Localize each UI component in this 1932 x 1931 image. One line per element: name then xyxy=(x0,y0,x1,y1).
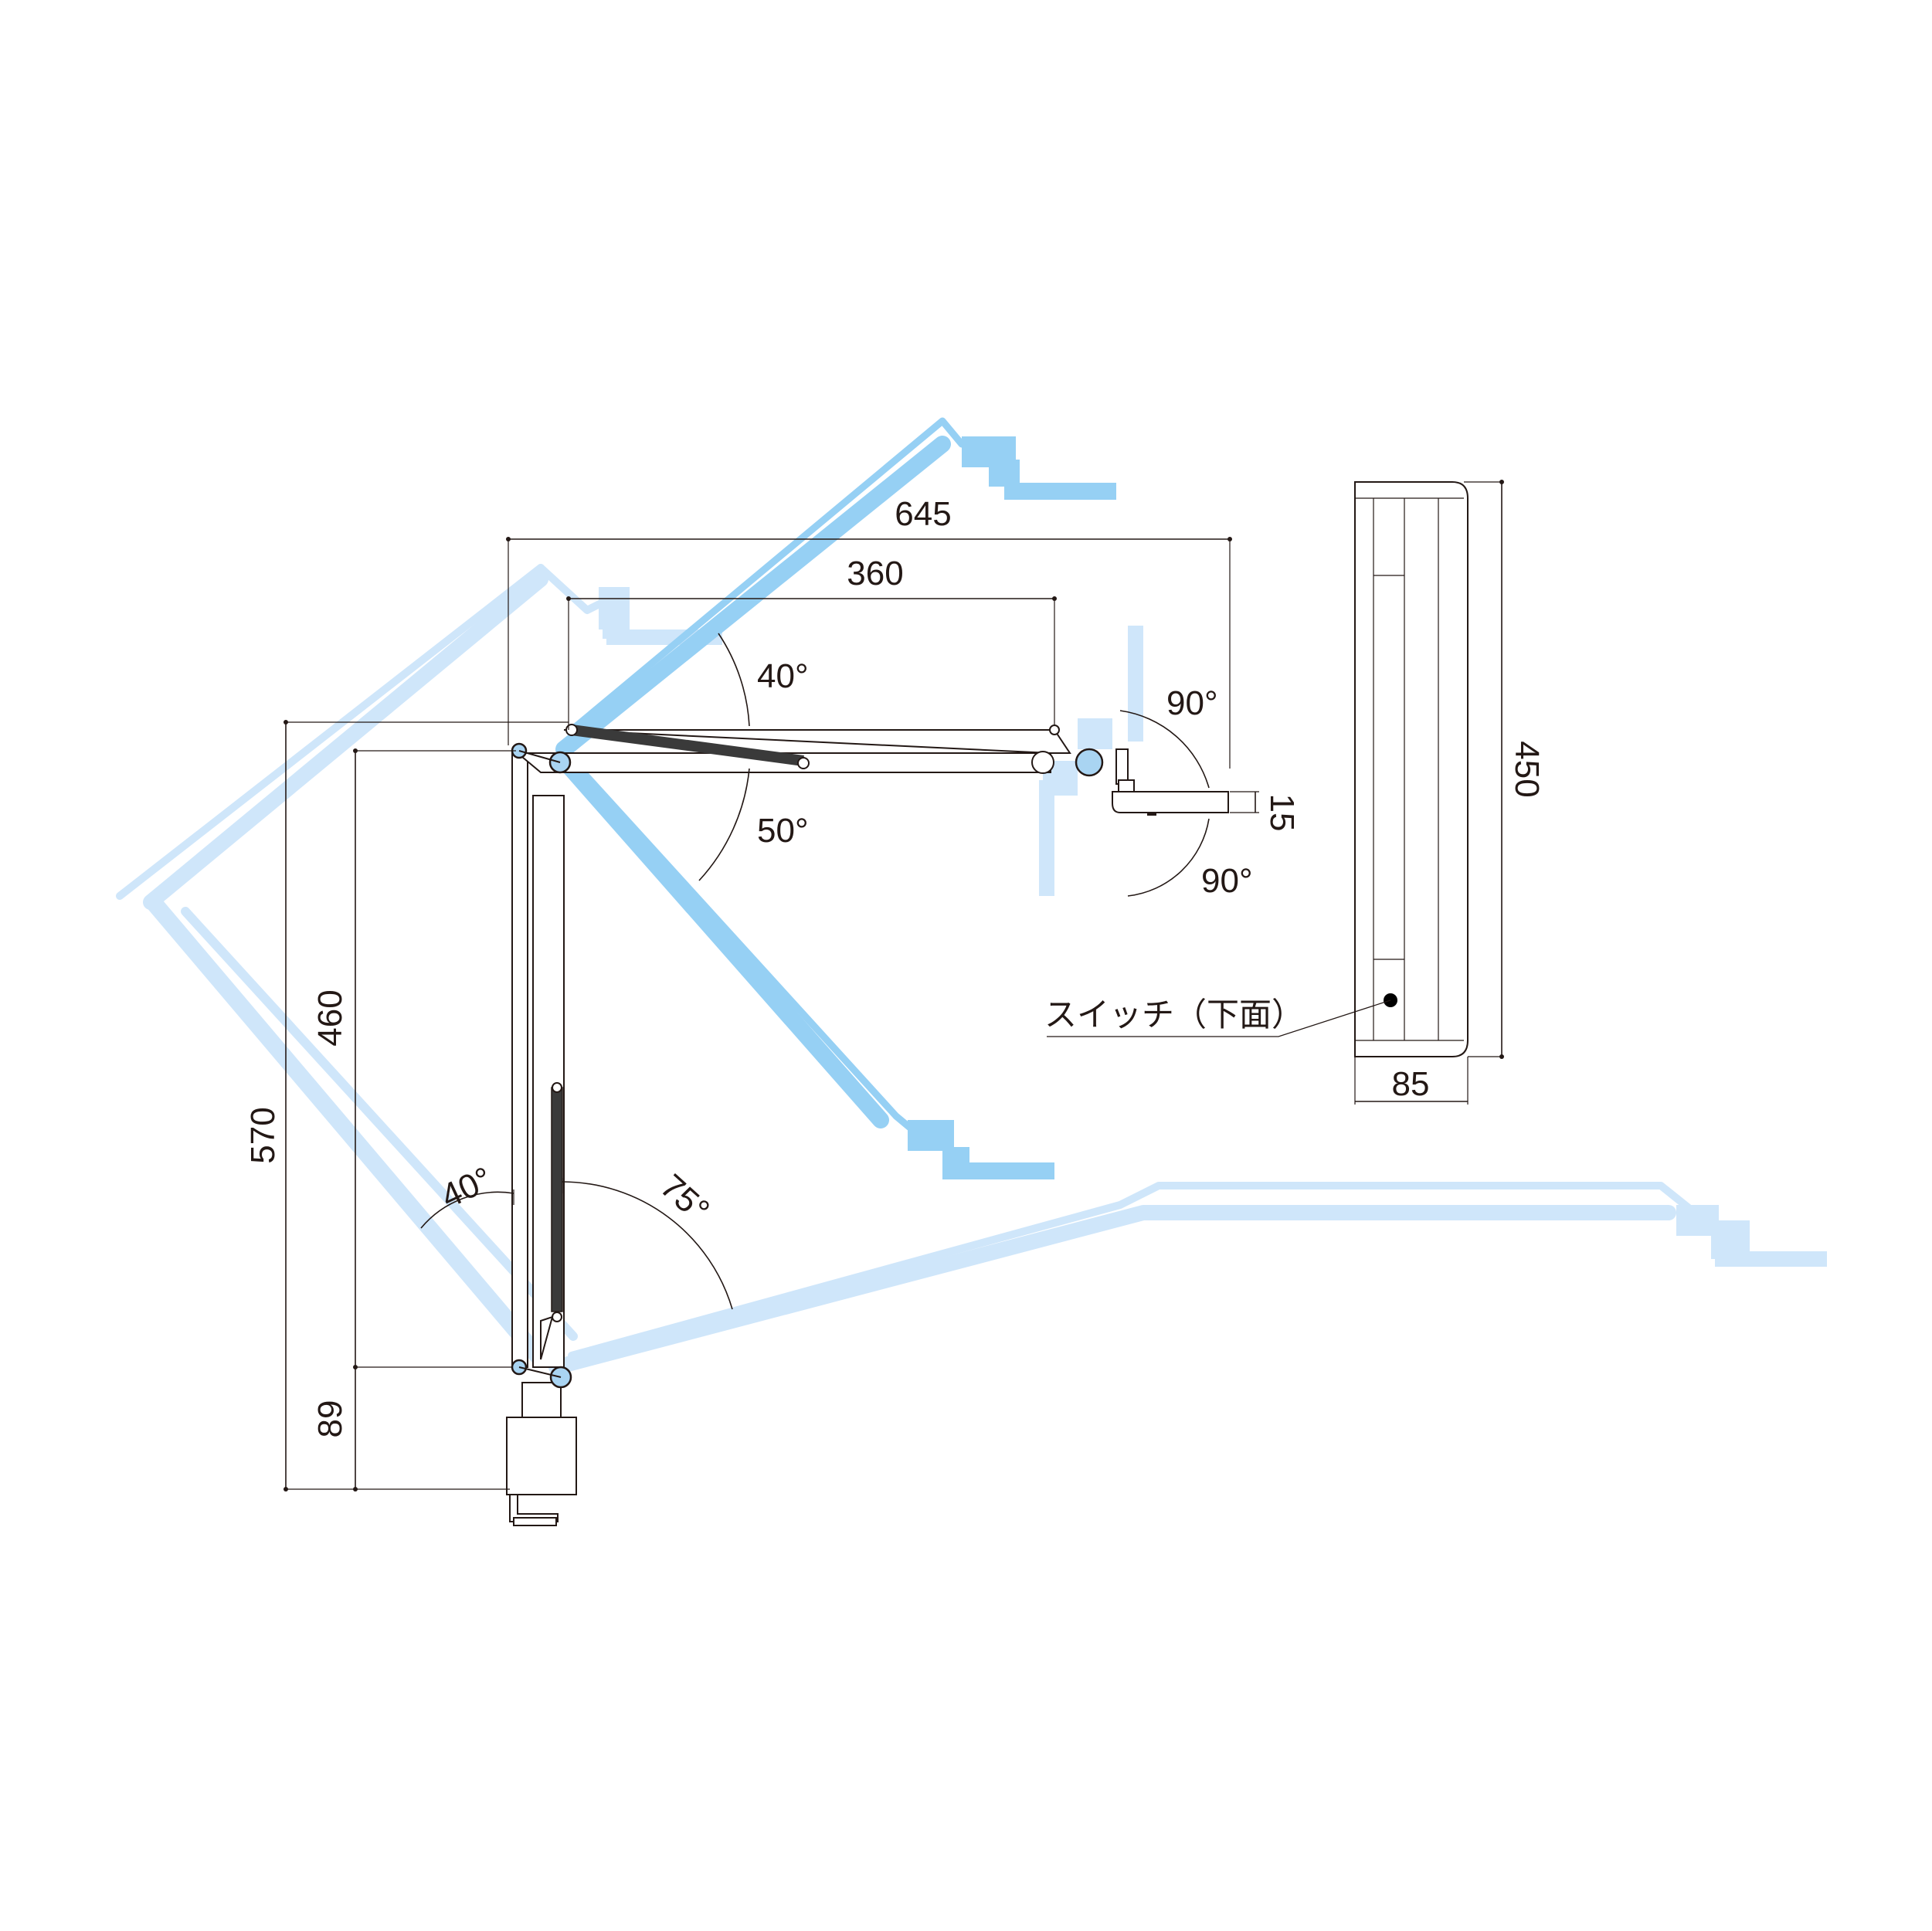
dim-reach-total: 645 xyxy=(895,495,951,533)
dim-head-thickness: 15 xyxy=(1263,794,1301,832)
angle-pole-forward: 75° xyxy=(653,1167,716,1230)
angle-arcs xyxy=(420,633,1210,1310)
angle-upper-arm-down: 50° xyxy=(757,812,809,850)
ghost-arm-down xyxy=(559,756,1054,1179)
dim-head-width: 85 xyxy=(1392,1065,1430,1103)
head-bracket xyxy=(1115,748,1129,785)
clamp-housing xyxy=(506,1417,577,1495)
lamp-head-plan xyxy=(1047,481,1469,1057)
arm-spring xyxy=(571,725,804,766)
dimension-labels: 645 360 570 460 89 15 450 85 xyxy=(244,495,1546,1437)
switch-label: スイッチ（下面） xyxy=(1044,996,1304,1033)
angle-upper-arm-up: 40° xyxy=(757,657,809,695)
dim-head-length: 450 xyxy=(1508,741,1546,797)
pole xyxy=(511,752,528,1368)
head-joint-small xyxy=(1031,751,1054,774)
ghost-positions xyxy=(116,417,1827,1375)
angle-head-up: 90° xyxy=(1166,684,1218,722)
ghost-head-rotations xyxy=(1039,626,1143,896)
clamp-foot xyxy=(513,1517,557,1526)
clamp-collar xyxy=(521,1382,562,1418)
ghost-pole-back xyxy=(116,564,722,1368)
dim-pole-height: 460 xyxy=(311,989,349,1046)
lamp-head-side xyxy=(1112,791,1229,813)
dimension-lines xyxy=(284,480,1504,1492)
angle-head-down: 90° xyxy=(1201,862,1253,900)
head-outline xyxy=(1354,481,1469,1057)
ghost-arm-up xyxy=(555,417,1116,758)
dim-upper-arm: 360 xyxy=(847,555,903,592)
ghost-pole-forward xyxy=(548,1182,1827,1375)
clamp-hook xyxy=(509,1494,559,1522)
dim-height-total: 570 xyxy=(244,1107,282,1163)
head-joint xyxy=(1075,748,1104,777)
dim-base-height: 89 xyxy=(311,1400,349,1438)
lamp-main xyxy=(506,724,1229,1526)
pole-spring xyxy=(551,1087,563,1312)
